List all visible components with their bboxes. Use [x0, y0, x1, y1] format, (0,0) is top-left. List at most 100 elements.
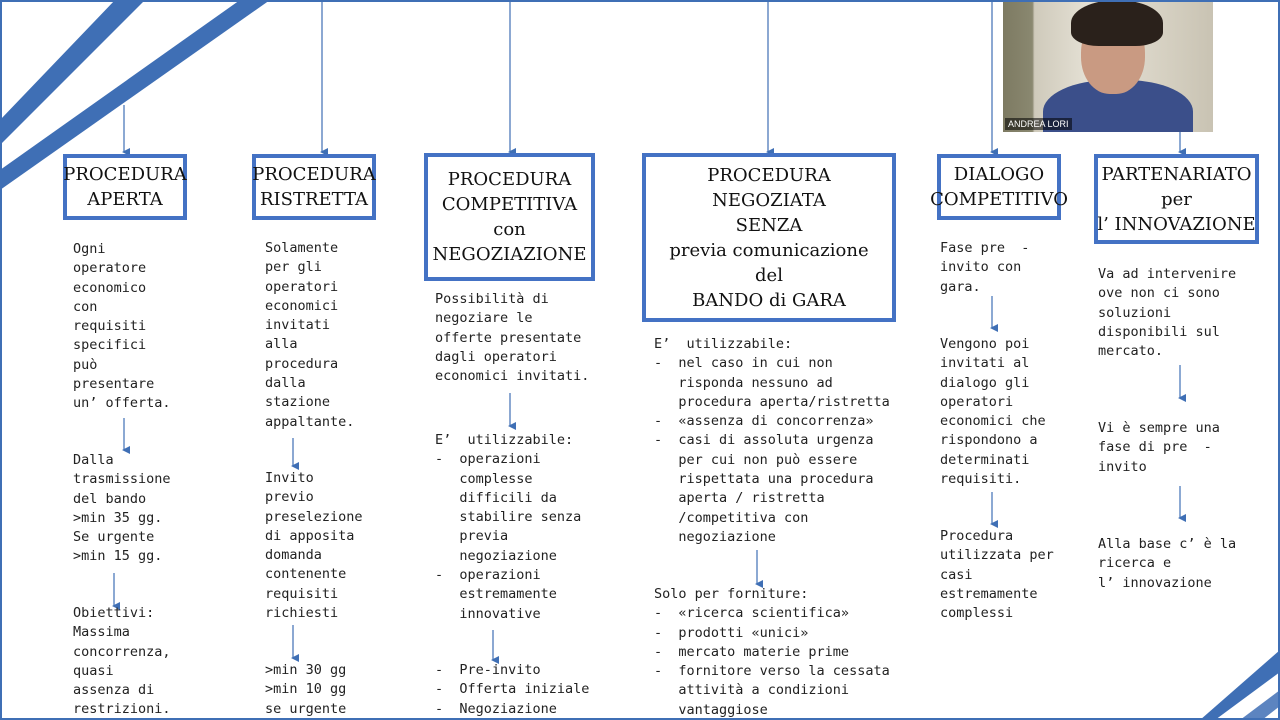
text-line: economici invitati. [435, 368, 590, 385]
text-line: - fornitore verso la cessata [654, 663, 890, 680]
text-line: Procedura [940, 528, 1014, 544]
text-line: - Negoziazione [435, 700, 557, 717]
text-line: un’ offerta. [73, 395, 171, 412]
text-line: - «assenza di concorrenza» [654, 413, 874, 430]
box-line: SENZA [735, 214, 803, 236]
text-line: - mercato materie prime [654, 643, 850, 660]
text-line: negoziazione [654, 528, 776, 545]
box-line: previa comunicazione [669, 239, 869, 261]
text-line: operatori [940, 393, 1014, 410]
text-line: alla [265, 336, 298, 353]
box-line: PROCEDURA [447, 169, 572, 190]
text-line: disponibili sul [1098, 323, 1220, 340]
text-line: economici che [940, 413, 1046, 430]
text-line: operatore [73, 260, 147, 277]
text-partenariato-b: Vi è sempre una fase di pre - invito [1098, 419, 1220, 477]
text-line: - Pre-invito [435, 662, 541, 678]
text-line: requisiti. [940, 471, 1022, 488]
text-line: economici [265, 297, 339, 314]
text-line: previa [435, 528, 509, 545]
box-line: NEGOZIATA [712, 189, 826, 211]
text-line: restrizioni. [73, 701, 171, 718]
text-line: Possibilità di [435, 291, 549, 307]
box-line: BANDO di GARA [692, 289, 846, 311]
text-line: negoziazione [435, 547, 557, 564]
text-line: rispettata una procedura [654, 471, 874, 488]
text-line: procedura [265, 355, 339, 372]
text-line: Vi è sempre una [1098, 420, 1220, 436]
text-line: requisiti [73, 318, 147, 335]
text-competitiva-a: Possibilità di negoziare le offerte presen… [435, 290, 589, 386]
text-line: >min 30 gg [265, 662, 347, 678]
text-line: dialogo gli [940, 374, 1030, 391]
text-line: E’ utilizzabile: [654, 336, 793, 352]
text-line: requisiti [265, 585, 339, 602]
text-line: estremamente [940, 585, 1038, 602]
box-line: PROCEDURA [63, 164, 187, 185]
box-dialogo-competitivo: DIALOGO COMPETITIVO [930, 154, 1068, 220]
box-procedura-ristretta: PROCEDURA RISTRETTA [252, 154, 376, 220]
text-line: risponda nessuno ad [654, 374, 833, 391]
text-line: domanda [265, 547, 322, 564]
text-line: invito con [940, 259, 1022, 276]
participant-name-label: ANDREA LORI [1005, 118, 1072, 130]
text-line: quasi [73, 662, 114, 679]
text-line: >min 35 gg. [73, 509, 163, 526]
text-line: ove non ci sono [1098, 285, 1220, 302]
text-line: richiesti [265, 605, 339, 622]
text-line: con [73, 298, 98, 315]
text-line: Alla base c’ è la [1098, 536, 1237, 552]
text-line: dalla [265, 375, 306, 392]
text-line: innovative [435, 605, 541, 622]
text-line: difficili da [435, 489, 557, 506]
text-line: - casi di assoluta urgenza [654, 432, 874, 449]
text-line: mercato. [1098, 343, 1164, 360]
text-line: >min 15 gg. [73, 548, 163, 565]
box-line: DIALOGO [953, 164, 1045, 185]
box-line: NEGOZIAZIONE [432, 244, 587, 265]
box-procedura-aperta: PROCEDURA APERTA [63, 154, 187, 220]
text-line: determinati [940, 451, 1030, 468]
text-line: Invito [265, 470, 314, 486]
text-line: complesse [435, 470, 533, 487]
text-line: Vengono poi [940, 336, 1030, 352]
text-competitiva-b: E’ utilizzabile:- operazioni complesse d… [435, 431, 581, 624]
text-line: invito [1098, 458, 1147, 475]
text-line: di apposita [265, 527, 355, 544]
box-line: APERTA [87, 189, 163, 210]
text-line: appaltante. [265, 413, 355, 430]
text-line: trasmissione [73, 471, 171, 488]
text-line: >min 10 gg [265, 681, 347, 698]
text-line: E’ utilizzabile: [435, 432, 574, 448]
text-line: previo [265, 489, 314, 506]
text-line: Dalla [73, 452, 114, 468]
text-line: operatori [265, 278, 339, 295]
text-line: del bando [73, 490, 147, 507]
video-figure [1071, 0, 1163, 46]
text-line: negoziare le [435, 310, 533, 327]
text-line: concorrenza, [73, 643, 171, 660]
text-line: per cui non può essere [654, 451, 858, 468]
text-line: dagli operatori [435, 348, 557, 365]
participant-video-tile[interactable]: ANDREA LORI [1003, 0, 1213, 132]
box-procedura-negoziata: PROCEDURA NEGOZIATA SENZA previa comunic… [642, 153, 896, 322]
text-line: offerte presentate [435, 329, 582, 346]
text-line: /competitiva con [654, 509, 809, 526]
text-line: gara. [940, 278, 981, 295]
text-line: assenza di [73, 682, 155, 699]
text-line: Obiettivi: [73, 605, 155, 621]
text-line: economico [73, 279, 147, 296]
box-procedura-competitiva: PROCEDURA COMPETITIVA con NEGOZIAZIONE [424, 153, 595, 281]
text-line: Massima [73, 624, 130, 641]
text-line: Se urgente [73, 529, 155, 546]
box-line: COMPETITIVA [441, 194, 578, 215]
text-line: - nel caso in cui non [654, 355, 833, 372]
text-line: fase di pre - [1098, 439, 1212, 456]
